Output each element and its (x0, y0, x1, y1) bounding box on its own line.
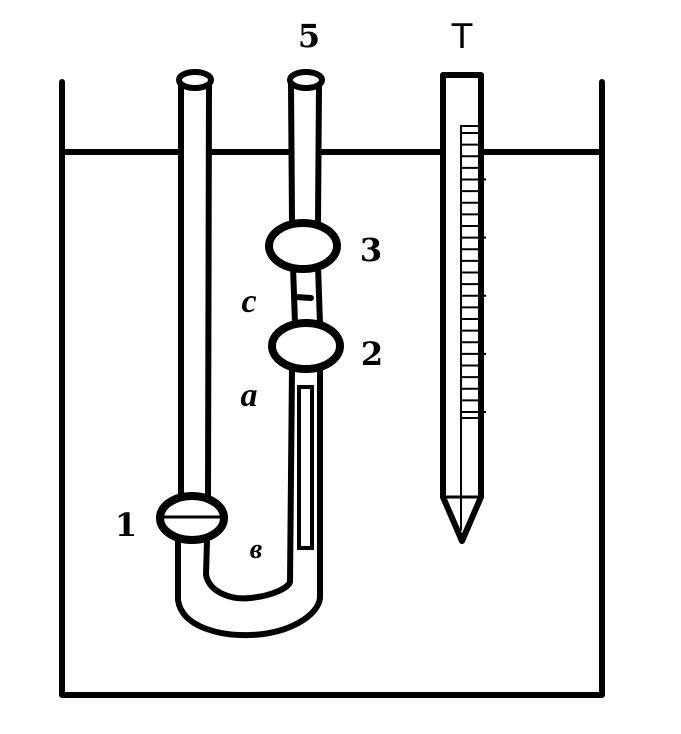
vessel-walls (59, 79, 605, 698)
label-5: 5 (298, 17, 320, 55)
label-2: 2 (361, 335, 383, 373)
u-bend (175, 517, 323, 639)
label-thermometer: Т (451, 17, 473, 57)
mark-c-line (293, 294, 314, 301)
right-tube (287, 69, 325, 601)
capillary-segment (297, 385, 314, 550)
label-c: с (241, 283, 256, 320)
label-a: а (241, 377, 258, 414)
bath-vessel (59, 79, 605, 698)
right-tube-opening (287, 69, 325, 91)
left-tube (176, 69, 214, 501)
bulb-3 (265, 219, 341, 273)
label-1: 1 (115, 506, 137, 544)
bulb-1 (156, 492, 228, 544)
left-tube-opening (176, 69, 214, 91)
thermometer-scale (461, 132, 486, 413)
label-b: в (250, 534, 263, 565)
label-3: 3 (360, 231, 382, 269)
viscometer (156, 69, 344, 639)
thermometer (440, 72, 486, 544)
bulb-2 (268, 319, 344, 373)
